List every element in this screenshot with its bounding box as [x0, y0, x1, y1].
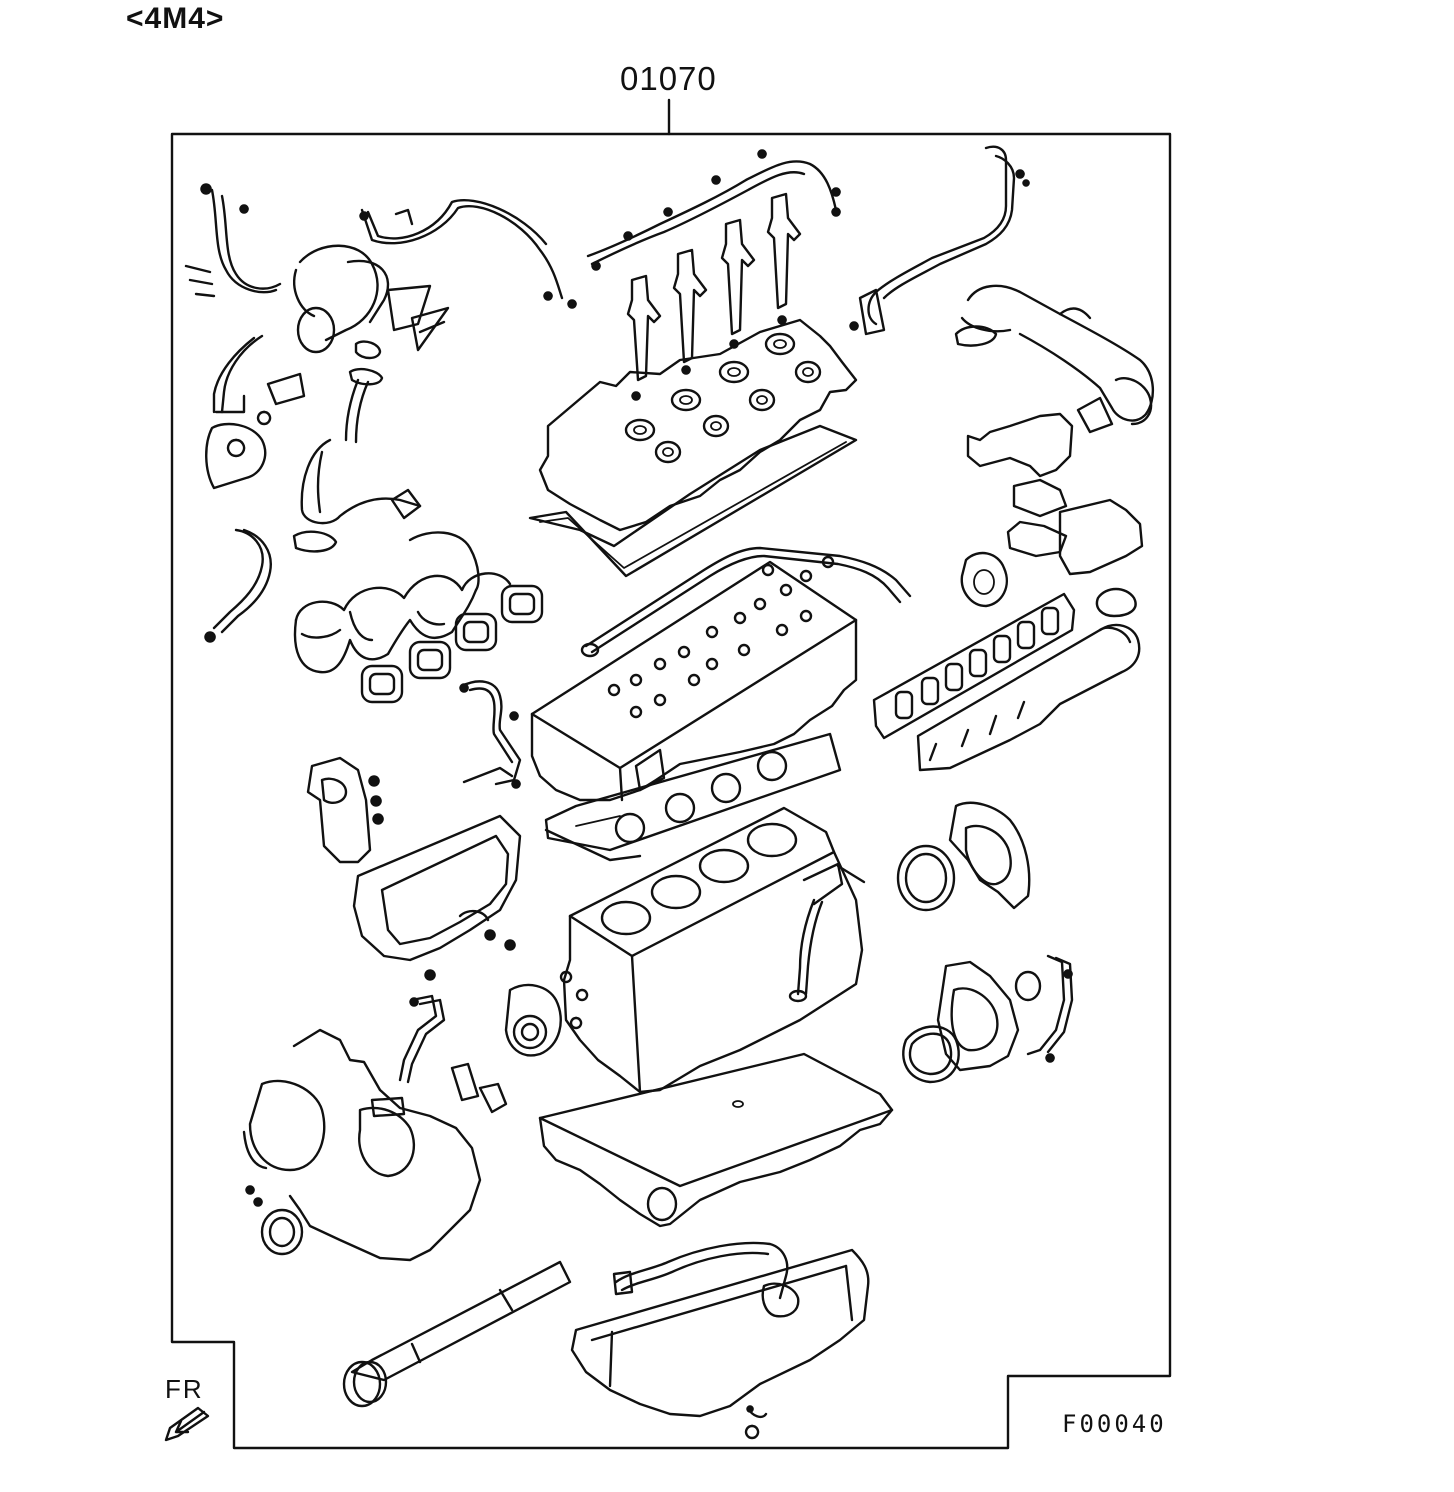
- oil-pan-group: [342, 1241, 870, 1440]
- kit-boundary-frame: [170, 132, 1172, 1450]
- rear-oil-seal-group: [896, 801, 1031, 912]
- figure-code: F00040: [1062, 1410, 1167, 1438]
- oil-cooler-group: [306, 680, 522, 981]
- timing-cover-group: [902, 954, 1074, 1084]
- turbocharger-group: [184, 183, 577, 386]
- engine-code-label: <4M4>: [126, 2, 225, 35]
- exhaust-manifold-group: [293, 531, 544, 704]
- egr-pipe-group: [849, 145, 1155, 558]
- front-direction-label: FR: [165, 1374, 204, 1404]
- water-pump-group: [450, 970, 589, 1114]
- lower-crankcase: [538, 1052, 894, 1228]
- front-case-group: [242, 994, 482, 1262]
- part-number-callout: 01070: [620, 60, 717, 97]
- front-direction-arrow-icon: [164, 1406, 210, 1442]
- cylinder-head: [530, 546, 912, 802]
- injector-group: [586, 149, 841, 464]
- cylinder-head-gasket: [544, 732, 842, 862]
- cylinder-block: [562, 806, 866, 1094]
- head-bolt-holes: [607, 555, 835, 719]
- camshaft-cover: [528, 318, 858, 578]
- intake-manifold-group: [872, 498, 1144, 772]
- water-pipe-group-left: [204, 334, 422, 643]
- intake-gasket-ports: [894, 606, 1060, 720]
